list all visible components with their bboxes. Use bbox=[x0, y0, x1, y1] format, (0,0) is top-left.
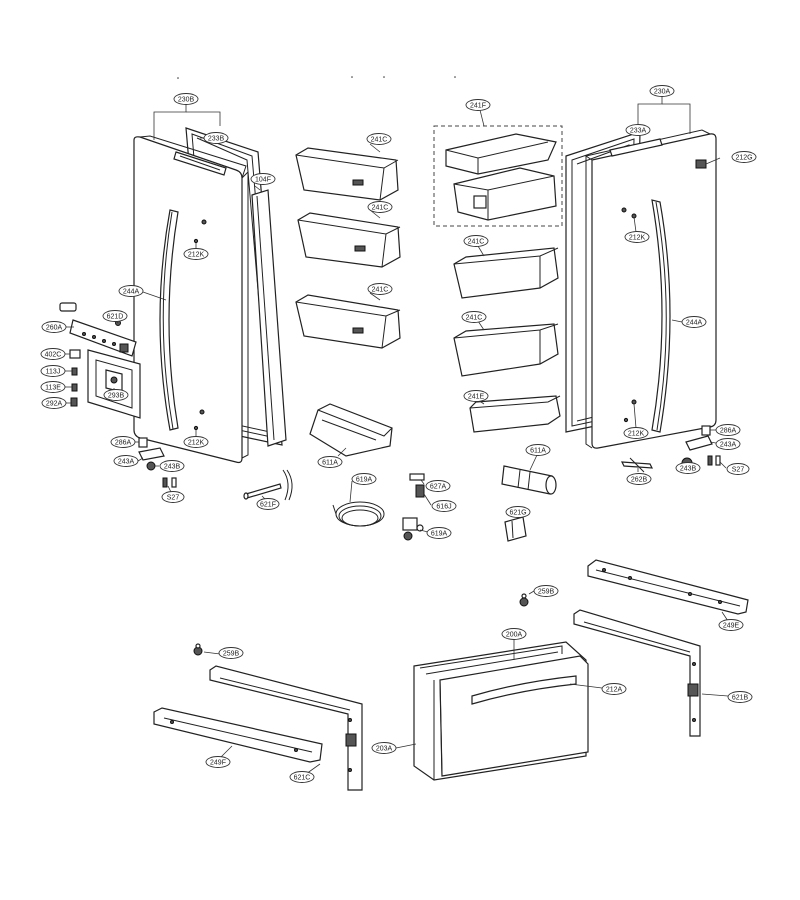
right-door-leaders bbox=[633, 96, 727, 472]
callout-241C-4: 241C bbox=[468, 239, 485, 246]
rail-249E bbox=[587, 559, 749, 615]
callout-241F: 241F bbox=[470, 103, 486, 110]
filter-bracket bbox=[504, 516, 527, 542]
callout-241C-5: 241C bbox=[466, 315, 483, 322]
door-bin-1 bbox=[295, 147, 399, 201]
callout-243A-left: 243A bbox=[118, 459, 135, 466]
right-bin-callouts: 241F 241C 241C 241E 611A 621G bbox=[461, 99, 551, 518]
callout-244A-right: 244A bbox=[686, 320, 703, 327]
right-door-panel bbox=[584, 129, 717, 449]
callout-243A-right: 243A bbox=[720, 442, 737, 449]
callout-200A: 200A bbox=[506, 632, 523, 639]
callout-104F: 104F bbox=[255, 177, 271, 184]
callout-203A: 203A bbox=[376, 746, 393, 753]
left-dispenser-parts bbox=[59, 302, 141, 419]
left-door-callouts: 230B 233B 104F 212K 212K 244A 621D 260A … bbox=[40, 93, 276, 503]
callout-621B: 621B bbox=[732, 695, 749, 702]
right-door-callouts: 230A 233A 212G 212K 244A 212K 286A 243A … bbox=[623, 85, 757, 485]
freezer-drawer-front bbox=[413, 641, 589, 781]
callout-S27-left: S27 bbox=[167, 495, 180, 502]
left-door-panel bbox=[133, 135, 249, 464]
callout-621F: 621F bbox=[260, 502, 276, 509]
rail-249F-left bbox=[153, 707, 323, 763]
callout-244A-left: 244A bbox=[123, 289, 140, 296]
callout-243B-right: 243B bbox=[680, 466, 697, 473]
callout-621C: 621C bbox=[294, 775, 311, 782]
callout-212K-lower-left: 212K bbox=[188, 440, 205, 447]
callout-402C: 402C bbox=[45, 352, 62, 359]
dispenser-ice-bin bbox=[309, 403, 393, 457]
callout-286A-right: 286A bbox=[720, 428, 737, 435]
callout-230A: 230A bbox=[654, 89, 671, 96]
callout-619A-valve: 619A bbox=[431, 531, 448, 538]
center-callouts: 241C 241C 241C 611A 619A 627A 616J 619A … bbox=[256, 133, 457, 539]
callout-212K-upper-right: 212K bbox=[629, 235, 646, 242]
callout-292A: 292A bbox=[46, 401, 63, 408]
callout-241C-3: 241C bbox=[372, 287, 389, 294]
water-tube-coil bbox=[332, 501, 385, 527]
right-hinge-parts bbox=[620, 425, 721, 473]
callout-286A-left: 286A bbox=[115, 440, 132, 447]
callout-627A: 627A bbox=[430, 484, 447, 491]
freezer-drawer-callouts: 259B 249E 621B 200A 212A 203A 259B 249F … bbox=[205, 585, 753, 783]
callout-241E: 241E bbox=[468, 394, 485, 401]
dairy-door-lid bbox=[445, 133, 557, 175]
callout-212K-upper-left: 212K bbox=[188, 252, 205, 259]
door-bin-5 bbox=[453, 323, 559, 377]
callout-619A-tube: 619A bbox=[356, 477, 373, 484]
right-door-assembly bbox=[565, 129, 721, 473]
callout-621D: 621D bbox=[107, 314, 124, 321]
callout-113J: 113J bbox=[46, 369, 61, 376]
callout-212K-lower-right: 212K bbox=[628, 431, 645, 438]
freezer-drawer-leaders bbox=[203, 590, 731, 775]
door-bin-4 bbox=[453, 247, 559, 299]
callout-260A: 260A bbox=[46, 325, 63, 332]
callout-616J: 616J bbox=[436, 504, 451, 511]
bracket-621B-right bbox=[573, 609, 701, 737]
door-bin-3 bbox=[295, 294, 401, 349]
door-bin-small bbox=[469, 395, 561, 433]
callout-241C-2: 241C bbox=[372, 205, 389, 212]
left-door-liner-strip bbox=[251, 189, 287, 447]
top-marks bbox=[177, 76, 456, 79]
water-filter bbox=[501, 465, 557, 495]
bracket-621C-left bbox=[209, 665, 363, 791]
right-bins bbox=[433, 125, 563, 433]
center-bins bbox=[295, 147, 401, 457]
left-door-assembly: 230B 233B 104F 212K 212K 244A 621D 260A … bbox=[40, 93, 287, 503]
callout-243B-left: 243B bbox=[164, 464, 181, 471]
door-bin-2 bbox=[297, 212, 401, 268]
callout-233A: 233A bbox=[630, 128, 647, 135]
callout-230B: 230B bbox=[178, 97, 195, 104]
callout-212A: 212A bbox=[606, 687, 623, 694]
left-hinge-parts bbox=[138, 437, 177, 488]
water-pipe bbox=[243, 469, 293, 501]
callout-621G: 621G bbox=[509, 510, 526, 517]
callout-259B-right: 259B bbox=[538, 589, 555, 596]
callout-611A-filter: 611A bbox=[530, 448, 546, 455]
water-system-parts bbox=[243, 465, 557, 542]
callout-S27-right: S27 bbox=[732, 467, 745, 474]
dairy-bin bbox=[453, 167, 557, 221]
callout-233B: 233B bbox=[208, 136, 225, 143]
callout-241C-1: 241C bbox=[371, 137, 388, 144]
callout-212G: 212G bbox=[735, 155, 752, 162]
callout-259B-left: 259B bbox=[223, 651, 240, 658]
callout-113E: 113E bbox=[45, 385, 61, 392]
right-bin-leaders bbox=[477, 109, 538, 471]
callout-249F: 249F bbox=[210, 760, 226, 767]
callout-249E: 249E bbox=[723, 623, 740, 630]
callout-611A-bin: 611A bbox=[322, 460, 338, 467]
callout-262B: 262B bbox=[631, 477, 648, 484]
callout-293B: 293B bbox=[108, 393, 125, 400]
freezer-drawer-assembly bbox=[153, 559, 749, 791]
water-valve bbox=[402, 517, 424, 541]
